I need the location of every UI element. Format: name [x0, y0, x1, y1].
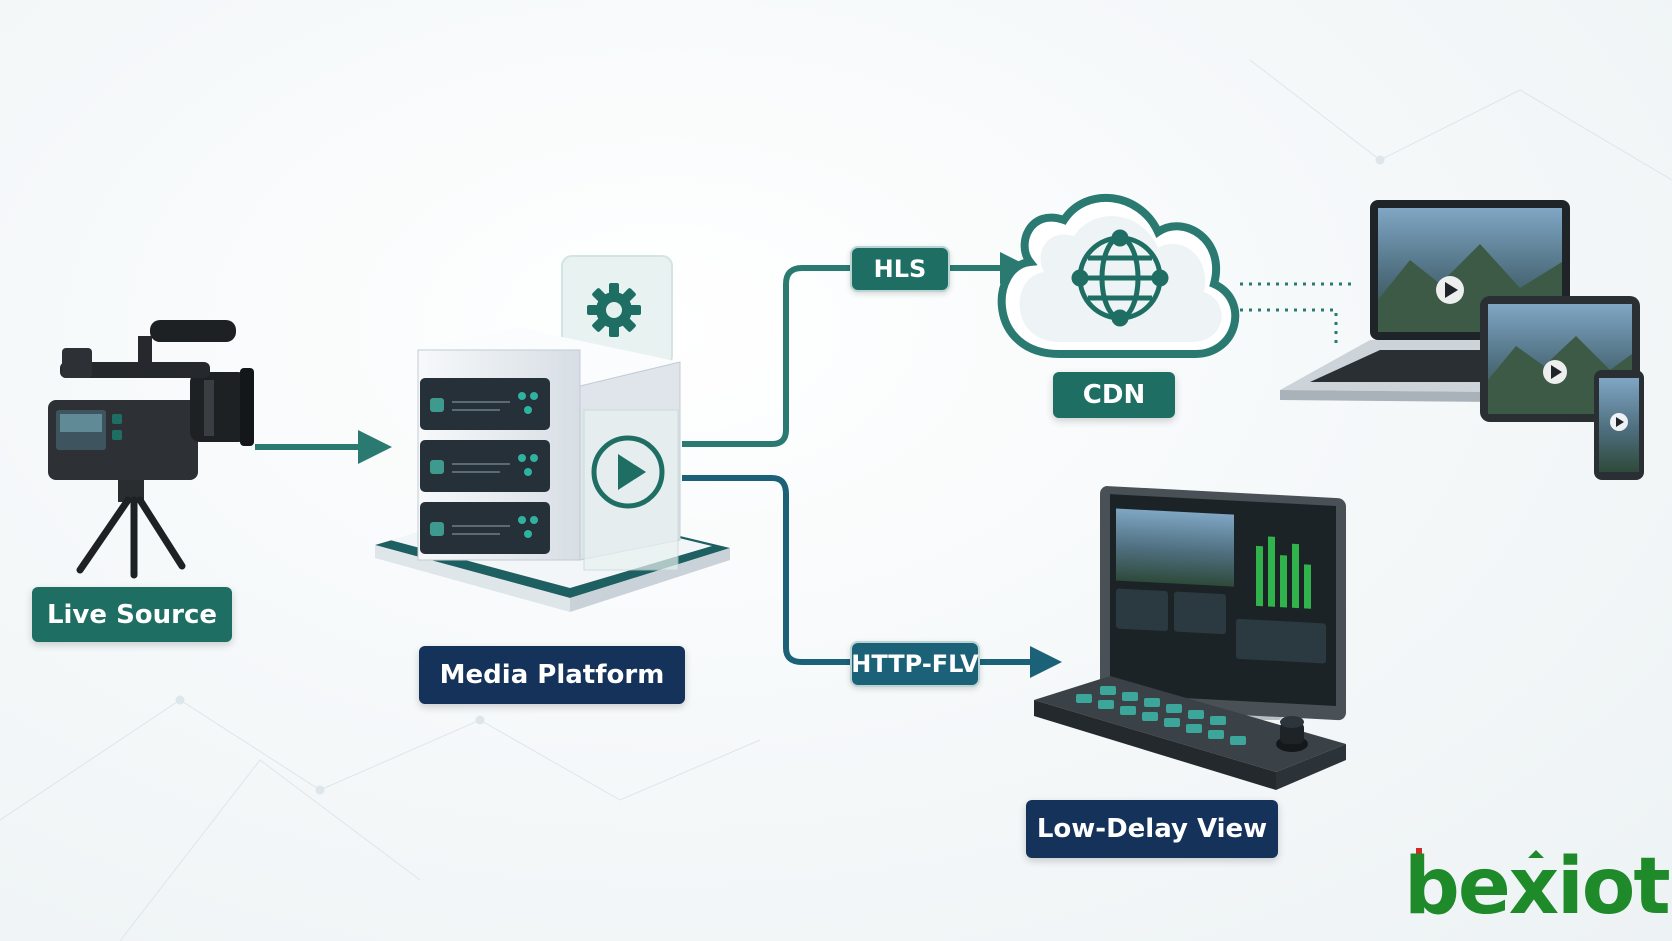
- monitor-icon: [1100, 486, 1346, 721]
- live-source-label: Live Source: [32, 587, 232, 642]
- globe-icon: [1071, 229, 1169, 327]
- video-camera-icon: [48, 320, 254, 579]
- play-icon: [591, 435, 665, 509]
- cdn-delivery-dotted: [1240, 282, 1354, 346]
- cdn-label: CDN: [1053, 372, 1175, 418]
- background-network: [0, 59, 1672, 941]
- http-flv-protocol-tag: HTTP-FLV: [850, 641, 980, 687]
- gear-icon: [587, 283, 641, 337]
- phone-icon: [1594, 370, 1644, 480]
- media-platform-label: Media Platform: [419, 646, 685, 704]
- control-keyboard-icon: [1034, 676, 1346, 790]
- brand-logo: bexiot: [1404, 842, 1671, 932]
- hls-flow-line: [682, 265, 1008, 447]
- server-rack-icon: [375, 255, 730, 612]
- flv-arrowhead: [1030, 646, 1062, 678]
- arrow-source-to-platform: [255, 430, 392, 464]
- logo-mark: [1416, 848, 1544, 874]
- flv-flow-line: [682, 475, 1036, 665]
- hls-protocol-tag: HLS: [850, 246, 950, 292]
- low-delay-view-label: Low-Delay View: [1026, 800, 1278, 858]
